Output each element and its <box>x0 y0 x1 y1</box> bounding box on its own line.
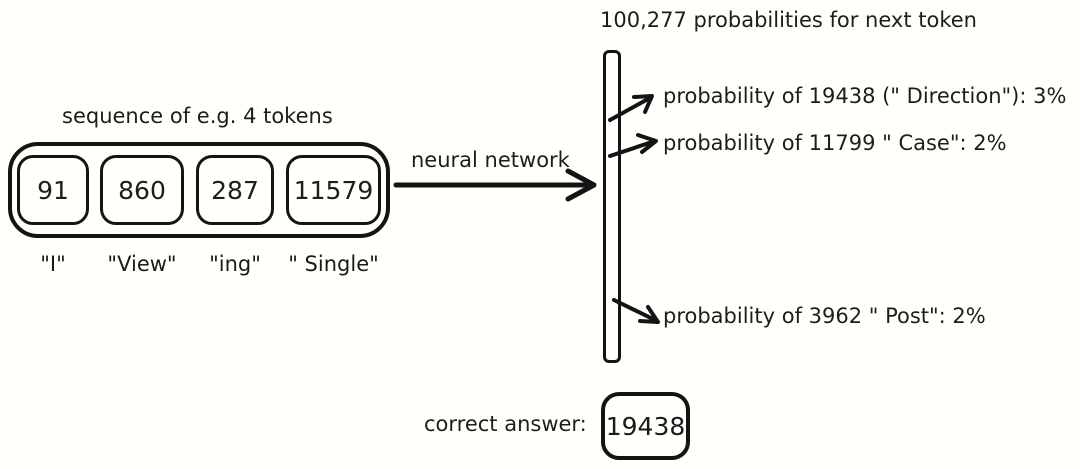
token-id-3: 11579 <box>293 175 374 205</box>
correct-answer-caption: correct answer: <box>424 412 587 436</box>
right-arrow-icon <box>393 168 597 202</box>
token-id-0: 91 <box>37 175 69 205</box>
prediction-label-0: probability of 19438 (" Direction"): 3% <box>663 84 1067 108</box>
prediction-arrow-0 <box>608 94 654 122</box>
token-label-2: "ing" <box>209 252 261 276</box>
probabilities-title: 100,277 probabilities for next token <box>600 8 977 32</box>
prediction-arrows-group <box>608 94 660 324</box>
prediction-arrow-2 <box>612 298 660 324</box>
token-box-3: 11579 <box>286 155 381 225</box>
token-id-1: 860 <box>118 175 166 205</box>
token-box-0: 91 <box>17 155 89 225</box>
sequence-caption: sequence of e.g. 4 tokens <box>62 104 333 128</box>
probability-distribution-bar <box>603 50 621 363</box>
prediction-arrow-1 <box>608 133 658 158</box>
prediction-label-2: probability of 3962 " Post": 2% <box>663 304 986 328</box>
token-label-0: "I" <box>40 252 66 276</box>
correct-answer-value: 19438 <box>605 411 686 441</box>
token-label-1: "View" <box>107 252 177 276</box>
token-label-3: " Single" <box>288 252 379 276</box>
prediction-label-1: probability of 11799 " Case": 2% <box>663 131 1007 155</box>
neural-network-label: neural network <box>411 148 570 172</box>
correct-answer-box: 19438 <box>601 392 690 460</box>
token-id-2: 287 <box>211 175 259 205</box>
token-box-2: 287 <box>196 155 274 225</box>
token-box-1: 860 <box>100 155 184 225</box>
